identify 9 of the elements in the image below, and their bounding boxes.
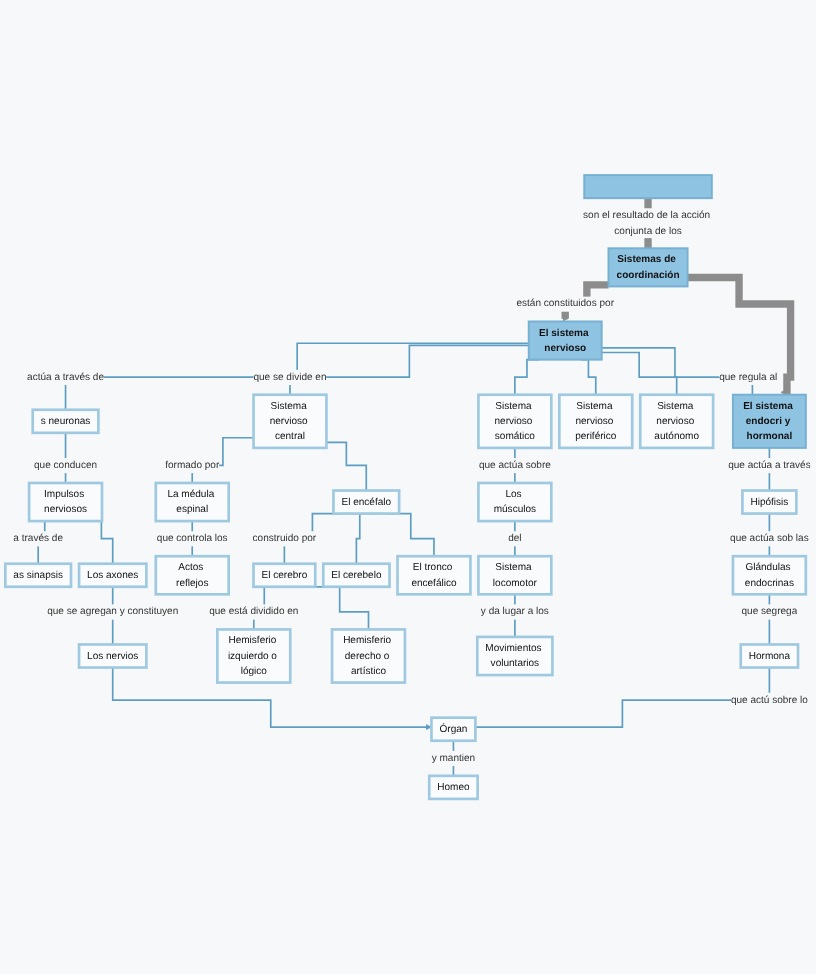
connector — [355, 512, 364, 565]
connector — [452, 739, 455, 777]
node-box — [583, 174, 713, 200]
connector — [325, 441, 368, 492]
arrow — [687, 273, 795, 396]
connector — [600, 351, 678, 396]
connector — [600, 347, 758, 396]
arrow — [111, 666, 432, 731]
connector — [514, 520, 516, 558]
